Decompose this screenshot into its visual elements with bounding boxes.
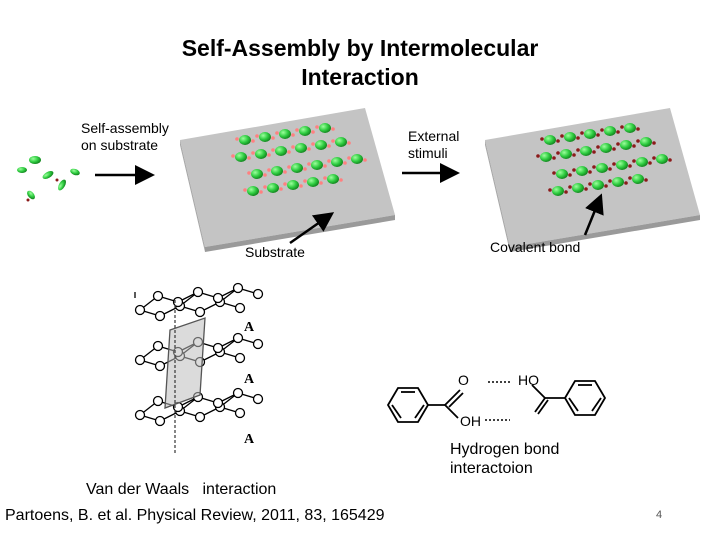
molecule <box>327 174 339 184</box>
molecule <box>299 126 311 136</box>
molecule <box>307 177 319 187</box>
graphite-layer-label-1: A <box>244 320 255 335</box>
molecule <box>351 154 363 164</box>
self-assembly-label-line-1: Self-assembly <box>81 120 169 136</box>
molecular-lattice-2 <box>536 123 672 196</box>
molecule <box>580 146 592 156</box>
molecule <box>636 157 648 167</box>
title-line-1: Self-Assembly by Intermolecular <box>181 35 539 61</box>
external-stimuli-line-1: External <box>408 128 460 144</box>
molecule <box>235 152 247 162</box>
hydrogen-bond-line-2: interactoion <box>450 460 533 477</box>
van-der-waals-label: Van der Waals interaction <box>86 481 277 498</box>
molecule <box>560 149 572 159</box>
benzoic-acid-dimer <box>386 380 607 423</box>
covalent-pointer-arrow <box>583 193 604 236</box>
molecule <box>267 183 279 193</box>
molecule <box>247 186 259 196</box>
molecule <box>564 132 576 142</box>
molecule <box>271 166 283 176</box>
hydrogen-bond-label: Hydrogen bond interactoion <box>450 440 559 478</box>
molecule <box>259 132 271 142</box>
molecule <box>616 160 628 170</box>
molecule <box>604 126 616 136</box>
molecule <box>584 129 596 139</box>
molecule <box>544 135 556 145</box>
chem-label-oh: OH <box>460 413 481 429</box>
chem-label-ho: HO <box>518 372 539 388</box>
citation: Partoens, B. et al. Physical Review, 201… <box>5 507 385 524</box>
external-stimuli-line-2: stimuli <box>408 145 448 161</box>
molecule <box>275 146 287 156</box>
molecule <box>640 137 652 147</box>
molecule <box>540 152 552 162</box>
molecule <box>279 129 291 139</box>
molecule <box>255 149 267 159</box>
molecule <box>620 140 632 150</box>
scattered-molecules <box>17 156 80 202</box>
molecule <box>612 177 624 187</box>
molecule <box>251 169 263 179</box>
molecule <box>552 186 564 196</box>
title-line-2: Interaction <box>301 64 419 90</box>
covalent-bond-label: Covalent bond <box>490 239 581 255</box>
molecule <box>311 160 323 170</box>
external-stimuli-label: External stimuli <box>408 128 459 162</box>
molecule <box>315 140 327 150</box>
self-assembly-label-line-2: on substrate <box>81 137 159 153</box>
substrate-pointer-arrow <box>289 212 335 245</box>
molecular-lattice-1 <box>231 123 367 196</box>
page-number: 4 <box>656 509 663 521</box>
molecule <box>331 157 343 167</box>
molecule <box>319 123 331 133</box>
molecule <box>596 163 608 173</box>
molecule <box>291 163 303 173</box>
molecule <box>295 143 307 153</box>
molecule <box>335 137 347 147</box>
molecule <box>239 135 251 145</box>
molecule <box>576 166 588 176</box>
slide-title: Self-Assembly by Intermolecular Interact… <box>60 34 660 92</box>
substrate-label: Substrate <box>245 244 305 260</box>
molecule <box>632 174 644 184</box>
hydrogen-bond-line-1: Hydrogen bond <box>450 441 560 458</box>
molecule <box>556 169 568 179</box>
molecule <box>656 154 668 164</box>
molecule <box>287 180 299 190</box>
molecule <box>592 180 604 190</box>
molecule <box>600 143 612 153</box>
chem-label-o: O <box>458 372 469 388</box>
graphite-layer-label-3: A <box>244 432 255 447</box>
molecule <box>624 123 636 133</box>
graphite-structure <box>134 282 264 455</box>
molecule <box>572 183 584 193</box>
graphite-layer-label-2: A <box>244 372 255 387</box>
self-assembly-label: Self-assembly on substrate <box>81 120 169 154</box>
